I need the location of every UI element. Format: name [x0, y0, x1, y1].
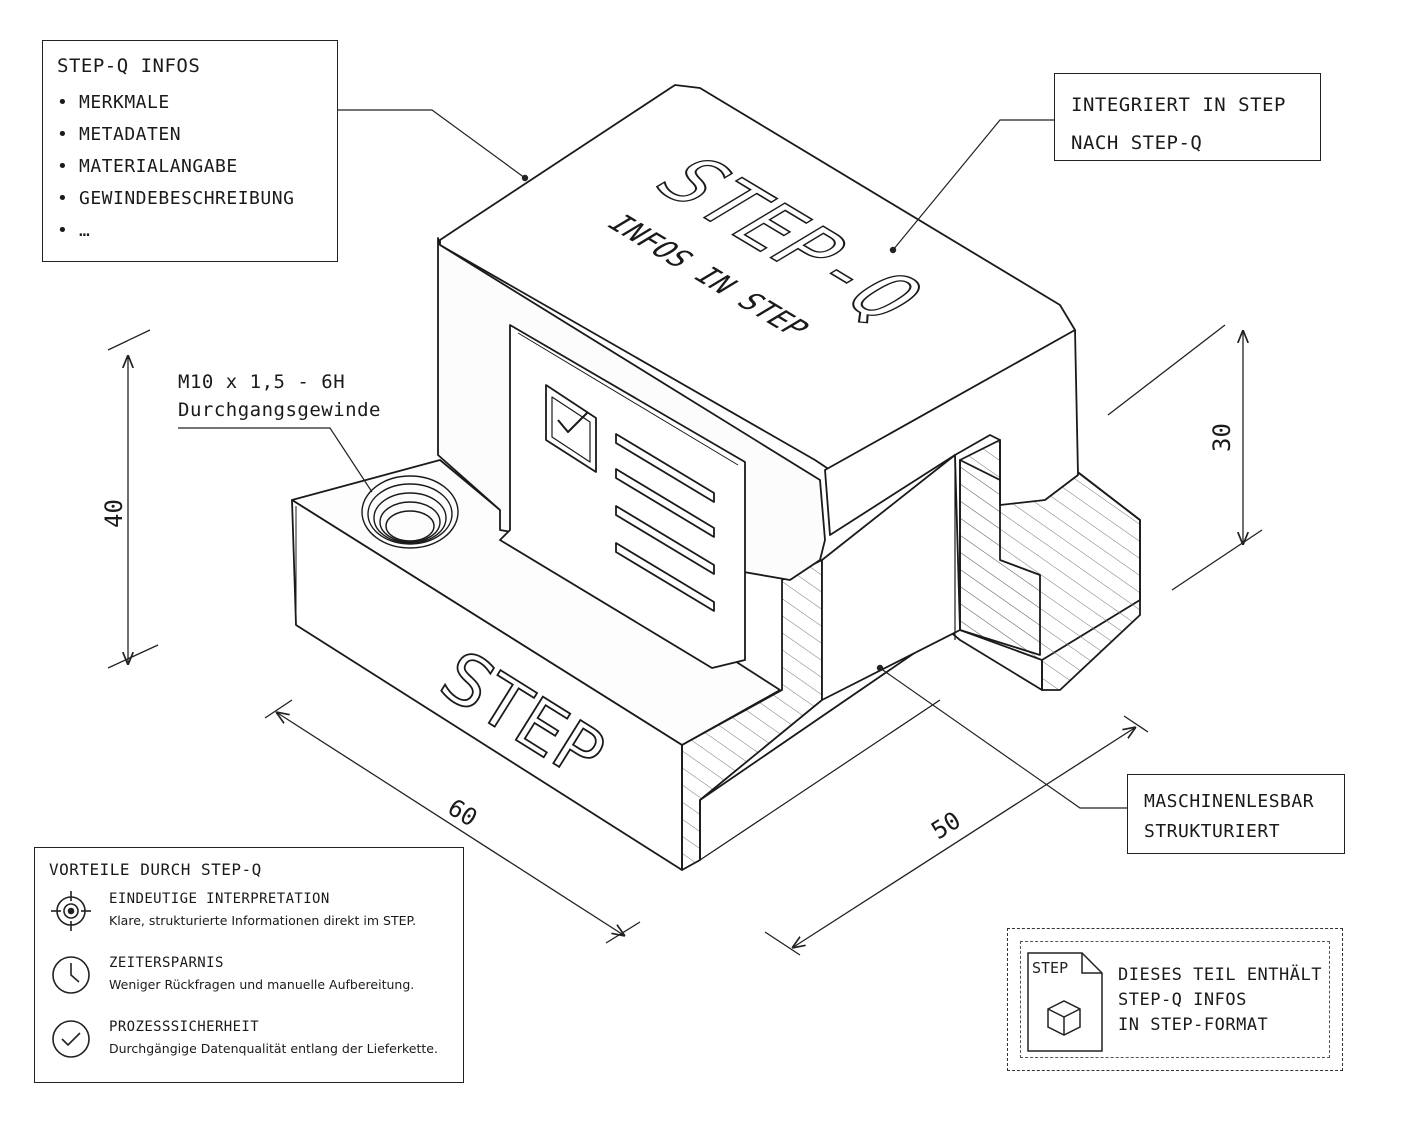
dim-length: 60 [443, 793, 482, 832]
list-item: MATERIALANGABE [57, 151, 323, 183]
dim-width: 50 [926, 806, 965, 845]
advantage-heading: EINDEUTIGE INTERPRETATION [109, 891, 330, 907]
dim-height-total: 40 [100, 499, 128, 528]
step-file-box: STEP DIESES TEIL ENTHÄLT STEP-Q INFOS IN… [1007, 928, 1343, 1071]
target-icon [51, 891, 91, 931]
vorteile-title: VORTEILE DURCH STEP-Q [49, 860, 262, 879]
integriert-box: INTEGRIERT IN STEP NACH STEP-Q [1054, 73, 1321, 161]
step-file-line3: IN STEP-FORMAT [1118, 1015, 1269, 1035]
list-item: … [57, 215, 323, 247]
maschinen-line1: MASCHINENLESBAR [1144, 791, 1315, 812]
thread-type: Durchgangsgewinde [178, 399, 381, 421]
advantage-desc: Durchgängige Datenqualität entlang der L… [109, 1041, 438, 1056]
maschinen-line2: STRUKTURIERT [1144, 821, 1281, 842]
infos-list: MERKMALE METADATEN MATERIALANGABE GEWIND… [57, 87, 323, 247]
step-file-text: DIESES TEIL ENTHÄLT STEP-Q INFOS IN STEP… [1118, 963, 1322, 1038]
clock-icon [52, 956, 90, 994]
advantage-desc: Klare, strukturierte Informationen direk… [109, 913, 417, 928]
advantage-heading: ZEITERSPARNIS [109, 955, 224, 971]
infos-title: STEP-Q INFOS [57, 55, 201, 77]
dim-height-top: 30 [1208, 423, 1236, 452]
advantage-desc: Weniger Rückfragen und manuelle Aufberei… [109, 977, 415, 992]
threaded-hole [361, 475, 459, 549]
advantage-item: PROZESSSICHERHEIT Durchgängige Datenqual… [49, 1015, 449, 1079]
step-q-infos-box: STEP-Q INFOS MERKMALE METADATEN MATERIAL… [42, 40, 338, 262]
list-item: METADATEN [57, 119, 323, 151]
step-file-line2: STEP-Q INFOS [1118, 990, 1247, 1010]
step-file-icon-label: STEP [1032, 959, 1068, 977]
step-file-icon: STEP [1027, 952, 1103, 1052]
advantage-heading: PROZESSSICHERHEIT [109, 1019, 260, 1035]
integriert-line2: NACH STEP-Q [1071, 132, 1203, 154]
thread-label: M10 x 1,5 - 6H Durchgangsgewinde [178, 368, 381, 424]
check-circle-icon [52, 1020, 90, 1058]
step-file-inner-border [1020, 941, 1330, 1058]
step-file-line1: DIESES TEIL ENTHÄLT [1118, 965, 1322, 985]
list-item: MERKMALE [57, 87, 323, 119]
advantage-item: ZEITERSPARNIS Weniger Rückfragen und man… [49, 951, 449, 1015]
integriert-line1: INTEGRIERT IN STEP [1071, 94, 1286, 116]
maschinenlesbar-box: MASCHINENLESBAR STRUKTURIERT [1127, 774, 1345, 854]
advantage-item: EINDEUTIGE INTERPRETATION Klare, struktu… [49, 887, 449, 951]
thread-spec: M10 x 1,5 - 6H [178, 371, 346, 393]
vorteile-box: VORTEILE DURCH STEP-Q EINDEUTIGE INTERPR… [34, 847, 464, 1083]
list-item: GEWINDEBESCHREIBUNG [57, 183, 323, 215]
